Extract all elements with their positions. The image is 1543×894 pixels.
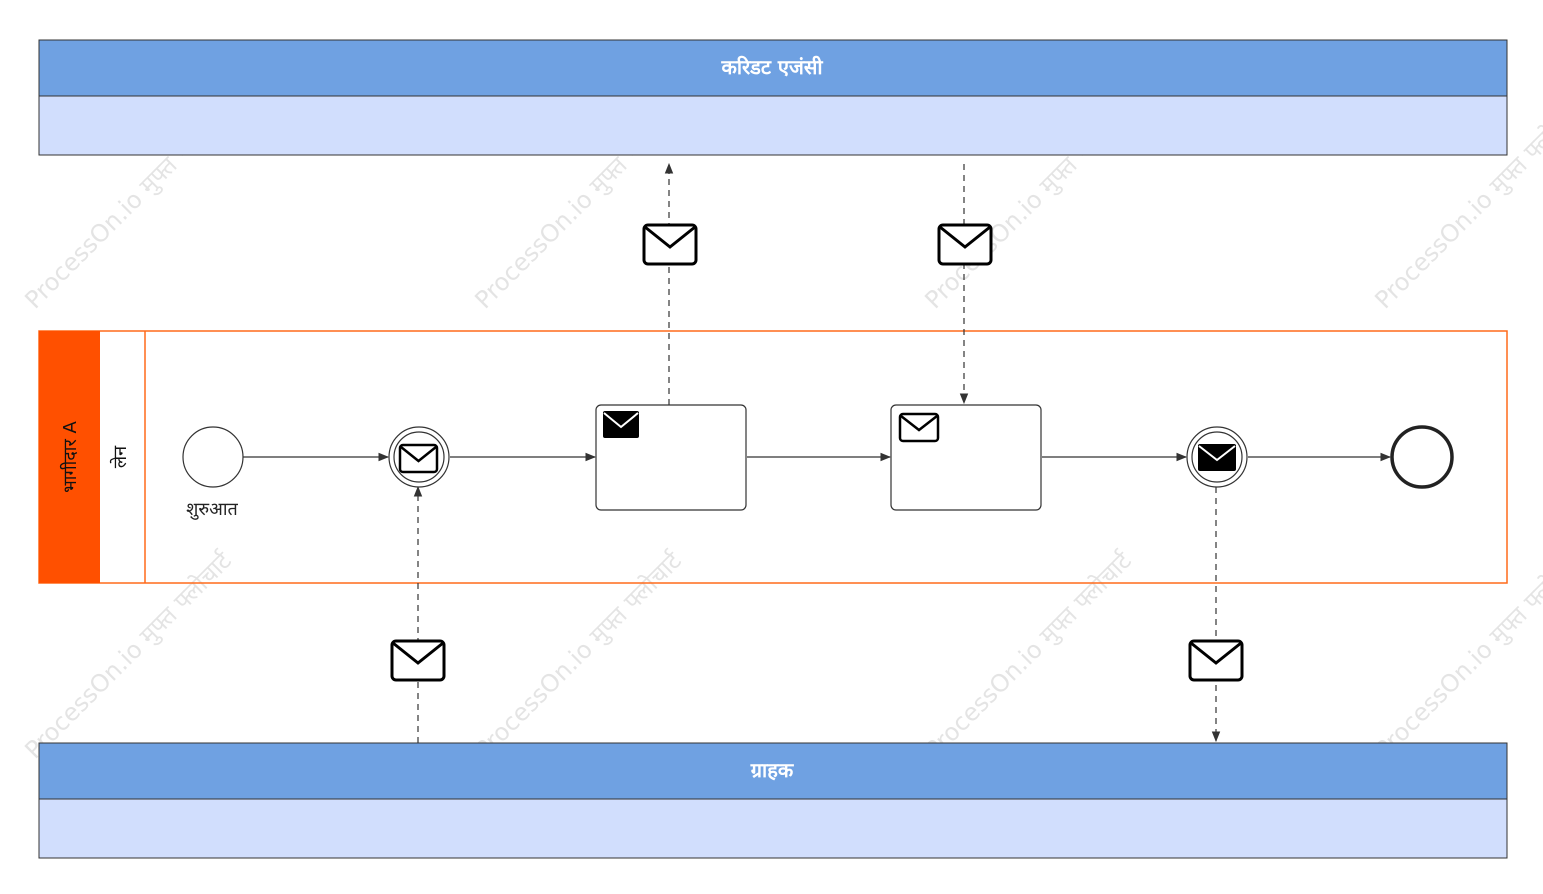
pool-customer-header (38, 742, 1508, 800)
watermark: ProcessOn.io मुफ्त फ्लोचार्ट (919, 546, 1138, 765)
lane-label: लेन (109, 445, 131, 468)
start-event[interactable] (182, 426, 244, 488)
message-envelope-icon (390, 639, 446, 682)
participant-label: भागीदार A (59, 420, 81, 492)
filled-envelope-icon (603, 411, 639, 438)
watermark-layer: ProcessOn.io मुफ्त फ्लोचार्ट ProcessOn.i… (19, 96, 1543, 765)
envelope-icon (898, 412, 940, 443)
intermediate-throw-message-event[interactable] (1186, 426, 1248, 488)
watermark: ProcessOn.io मुफ्त फ्लोचार्ट (469, 546, 688, 765)
pool-participant-a[interactable]: भागीदार A लेन (38, 330, 1508, 584)
message-envelope-icon (642, 223, 698, 266)
message-envelope-icon (1188, 639, 1244, 682)
filled-envelope-icon (1198, 444, 1236, 471)
receive-task[interactable] (890, 404, 1042, 511)
end-event[interactable] (1390, 425, 1454, 489)
start-event-label: शुरुआत (186, 499, 238, 520)
pool-customer-title: ग्राहक (750, 758, 795, 782)
envelope-icon (398, 443, 439, 474)
participant-band (39, 331, 100, 583)
pool-credit-agency-title: करिडट एजंसी (720, 55, 823, 79)
message-envelope-icon (937, 223, 993, 266)
intermediate-catch-message-event[interactable] (388, 426, 450, 488)
message-flows (413, 162, 1221, 743)
pool-credit-agency-header (38, 39, 1508, 97)
pool-credit-agency[interactable]: करिडट एजंसी (38, 39, 1508, 156)
send-task[interactable] (595, 404, 747, 511)
pool-customer[interactable]: ग्राहक (38, 742, 1508, 859)
watermark: ProcessOn.io मुफ्त फ्लोचार्ट (1369, 546, 1543, 765)
